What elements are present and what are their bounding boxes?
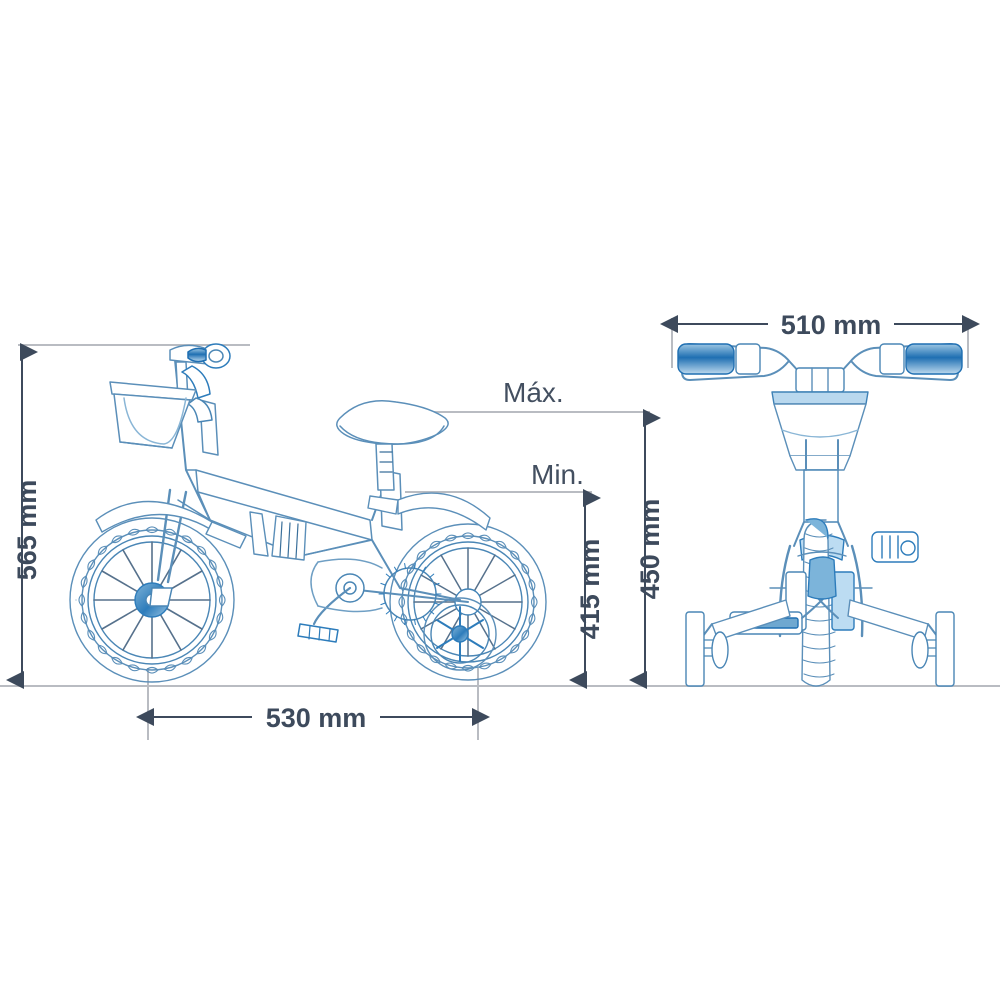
grip-right — [905, 343, 963, 375]
stem-clamp — [795, 367, 845, 393]
front-fender — [95, 500, 247, 549]
basket-rim-front — [771, 391, 869, 405]
fender-tail — [205, 521, 247, 549]
basket-base — [119, 441, 173, 449]
seat-stay — [371, 539, 461, 601]
training-wheel-hub — [451, 625, 469, 643]
max-label: Máx. — [503, 377, 564, 408]
handlebar-left-arm-lower — [681, 361, 789, 381]
drivetrain-side — [297, 558, 442, 643]
grip-side — [187, 347, 207, 363]
fork-crown-left — [793, 521, 805, 547]
training-hub-right — [911, 631, 929, 669]
basket-inner — [123, 397, 187, 445]
training-hub-left — [711, 631, 729, 669]
seat-post — [375, 443, 395, 491]
training-wheel-side — [423, 597, 497, 671]
frame-pad — [249, 511, 307, 561]
rear-fender — [367, 492, 491, 531]
tire-top-shade — [805, 518, 829, 539]
brake-lever-right — [879, 343, 905, 375]
reflector-lens — [900, 540, 916, 556]
front-tire-tread — [75, 526, 226, 674]
dimension-handlebar-width: 510 mm — [660, 307, 980, 341]
fork-crown-right — [837, 521, 849, 547]
front-view — [677, 343, 963, 687]
side-view — [69, 343, 547, 683]
rear-tire-outer — [389, 523, 547, 681]
training-tire — [423, 597, 497, 671]
head-tube-front — [803, 469, 839, 523]
basket-body-front — [773, 403, 867, 457]
training-wheel-right — [935, 611, 955, 687]
chain-lower — [317, 605, 383, 613]
wheelbase-label: 530 mm — [266, 703, 367, 733]
overall-height-label: 565 mm — [12, 480, 42, 581]
front-tire-outer — [69, 517, 235, 683]
saddle — [336, 400, 449, 491]
reflector-ribs — [881, 535, 899, 559]
handlebar-front — [677, 343, 963, 393]
rear-tire-tread — [398, 532, 538, 672]
training-wheel-left — [685, 611, 705, 687]
training-rim — [430, 604, 490, 664]
saddle-max-label: 450 mm — [635, 499, 665, 600]
basket-rim — [109, 381, 197, 401]
training-wheels-front — [685, 599, 955, 687]
chainring-teeth — [378, 562, 442, 626]
pad-ribs — [279, 521, 299, 559]
min-label: Min. — [531, 459, 584, 490]
front-rim-outer — [87, 535, 217, 665]
basket-base-front — [789, 455, 851, 471]
handlebar-width-label: 510 mm — [781, 310, 882, 340]
dimension-wheelbase: 530 mm — [136, 700, 490, 734]
steerer-lines — [805, 439, 839, 471]
pad-left — [249, 511, 269, 557]
grip-end-inner — [208, 349, 224, 363]
fender-rear — [397, 492, 491, 531]
wheelbase-label-backing — [252, 700, 380, 734]
pedal — [297, 623, 339, 643]
dimension-overall-height: 565 mm — [6, 343, 42, 689]
handlebar-side — [169, 343, 231, 423]
pedal-ribs — [308, 625, 331, 642]
fork-leg-rear — [166, 490, 188, 584]
frame-lower-brace — [299, 539, 373, 557]
fork-bridge — [797, 551, 847, 557]
basket-band — [781, 429, 859, 438]
dimension-saddle-min: 415 mm — [569, 489, 605, 689]
chain-upper — [317, 558, 383, 569]
hub-front-view — [807, 556, 837, 600]
front-basket-side — [109, 381, 197, 449]
fender-rear-tab — [367, 495, 399, 515]
frame-front-view — [797, 439, 847, 600]
brake-lever-left — [735, 343, 761, 375]
dimension-saddle-max: 450 mm — [629, 409, 665, 689]
handlebar-right-arm-lower — [851, 361, 959, 381]
chain-front-loop — [310, 561, 319, 607]
saddle-min-label: 415 mm — [575, 539, 605, 640]
handlebar-width-label-backing — [768, 307, 894, 341]
seat-post-marks — [379, 451, 393, 473]
front-dropout — [149, 587, 173, 607]
rear-tire-inner — [401, 535, 535, 669]
grip-left — [677, 343, 735, 375]
brake-cable-housing — [187, 397, 213, 423]
saddle-underside — [339, 425, 445, 445]
